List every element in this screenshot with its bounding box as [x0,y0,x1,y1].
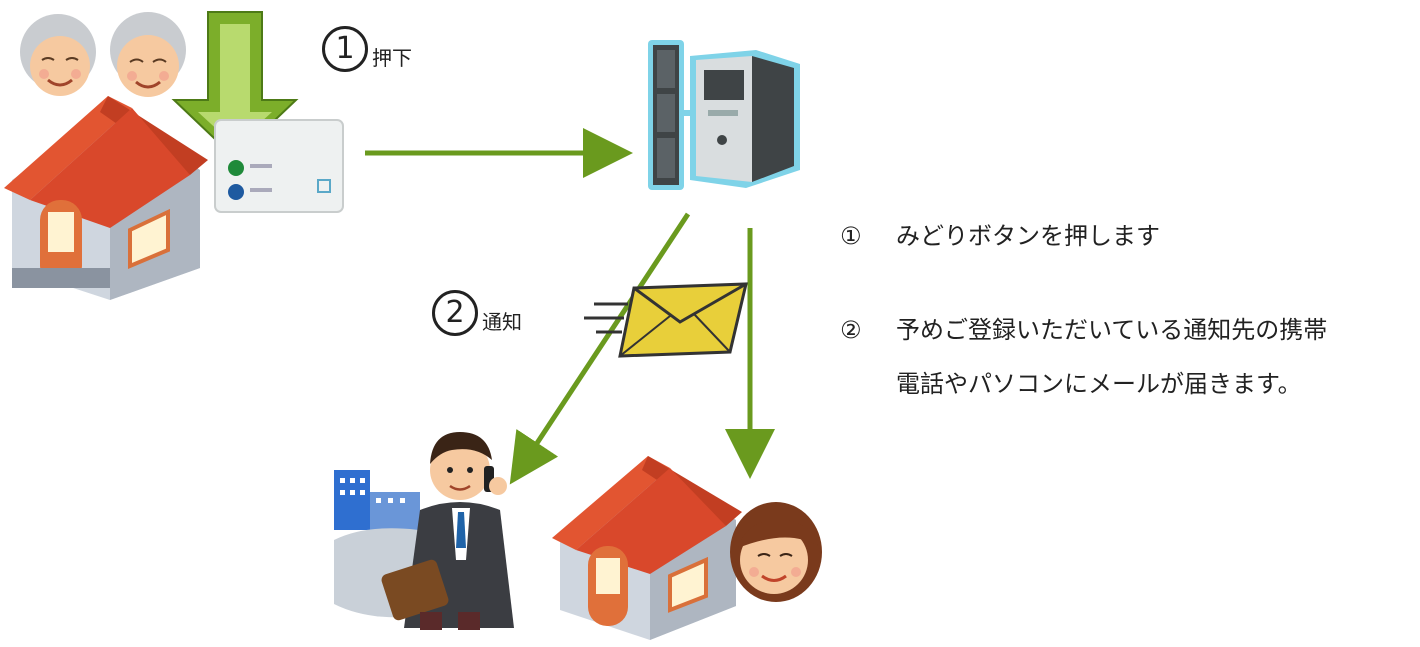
step1-text: 押下 [372,45,412,70]
arrow-to-businessman [509,212,691,485]
elderly-couple-icon [20,12,186,97]
legend-item-2-mark: ② [840,316,862,344]
legend-item-1-mark: ① [840,222,862,250]
legend-item-1: ① みどりボタンを押します [840,212,1160,260]
step2-number: 2 [432,290,478,336]
legend-item-2-line1: 予めご登録いただいている通知先の携帯 [896,316,1328,344]
step1-number: 1 [322,26,368,72]
legend-item-2-line2: 電話やパソコンにメールが届きます。 [896,370,1302,398]
house-icon [4,96,208,300]
step2-label: 2 通知 [432,290,522,336]
house-icon-home [552,456,742,640]
server-icon [648,40,800,190]
businessman-phone-icon [334,432,514,630]
button-device-icon [214,119,344,213]
envelope-icon [584,282,748,358]
legend-item-2: ② 予めご登録いただいている通知先の携帯 電話やパソコンにメールが届きます。 [840,306,1327,408]
woman-icon [730,502,822,602]
legend-item-1-text: みどりボタンを押します [896,222,1160,250]
step1-label: 1 押下 [322,26,412,72]
step2-text: 通知 [482,309,522,334]
